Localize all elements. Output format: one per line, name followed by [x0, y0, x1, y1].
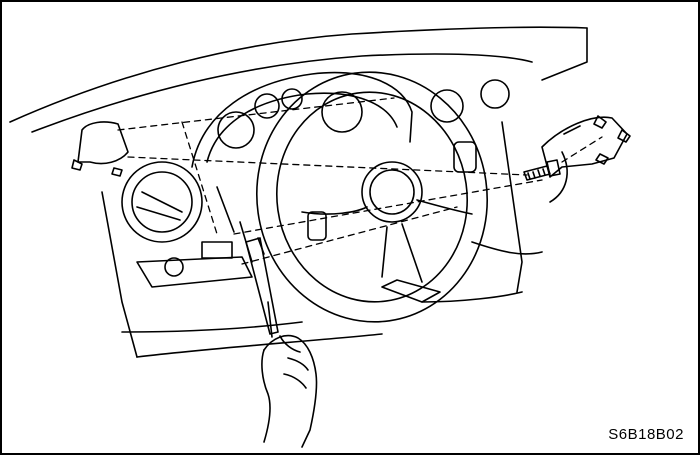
dashboard-outline-icon [9, 26, 588, 358]
alignment-dashed-lines [117, 97, 603, 265]
combination-switch-icon [541, 115, 631, 178]
steering-wheel-icon [255, 71, 489, 323]
screw-icon [523, 159, 561, 181]
hand-icon [261, 334, 318, 448]
figure-code: S6B18B02 [608, 426, 684, 443]
trim-cover-icon [71, 121, 129, 177]
trim-tool-icon [245, 237, 279, 338]
